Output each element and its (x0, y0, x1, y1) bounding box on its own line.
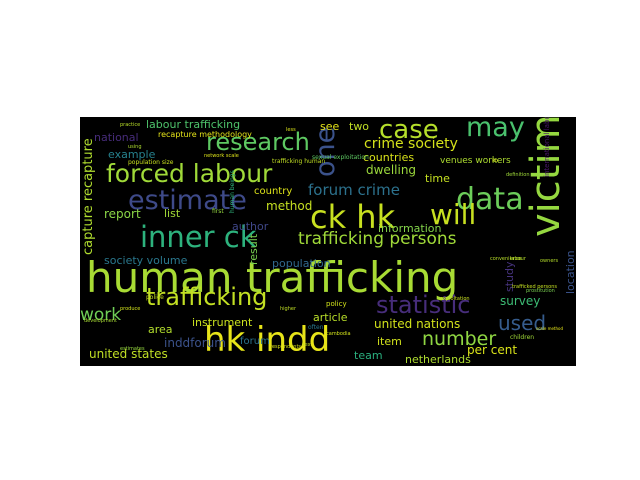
word-trafficking: trafficking (146, 283, 268, 311)
word-see: see (320, 120, 340, 133)
word-international-labour: international labour (543, 117, 551, 177)
word-sexual-exploitation: sexual exploitation (312, 154, 369, 161)
word-dwelling: dwelling (366, 163, 417, 177)
word-statistic: statistic (376, 291, 471, 319)
word-method: method (266, 199, 313, 213)
word-author: author (232, 220, 269, 233)
word-venues-workers: venues workers (440, 156, 511, 166)
word-case: case (379, 117, 439, 145)
word-instrument: instrument (192, 316, 253, 329)
word-human-beings: human beings (229, 170, 236, 213)
word-human-trafficking: human trafficking (86, 253, 459, 302)
word-labour: labour (510, 256, 526, 262)
word-article: article (313, 311, 348, 324)
word-crime-society: crime society (364, 136, 458, 152)
word-example: example (108, 148, 156, 161)
word-capture-recapture: capture recapture (81, 138, 96, 255)
word-work: work (80, 305, 122, 325)
word-using: using (128, 144, 142, 150)
word-society-volume: society volume (104, 254, 188, 267)
word-exploitation: exploitation (440, 296, 470, 302)
word-often: often (308, 324, 324, 331)
word-list: list (164, 207, 181, 220)
word-report: report (104, 207, 141, 221)
word-ilo: ilo (492, 158, 498, 164)
word-cambodia: cambodia (326, 331, 351, 337)
word-one: one (310, 126, 341, 177)
word-netherlands: netherlands (405, 353, 471, 366)
word-two: two (349, 120, 370, 133)
word-may: may (466, 117, 525, 143)
word-result: result (247, 233, 260, 265)
word-research: research (206, 128, 310, 156)
word-development: development (84, 318, 117, 324)
word-hk-indd: hk indd (204, 320, 331, 360)
word-will: will (430, 198, 477, 231)
word-owners: owners (540, 258, 559, 264)
word-trafficking-persons: trafficking persons (298, 229, 457, 249)
word-sex: sex (302, 342, 311, 348)
word-higher: higher (280, 306, 297, 312)
word-area: area (148, 323, 173, 336)
word-inner-ck: inner ck (140, 220, 257, 254)
word-used: used (498, 311, 547, 335)
word-prostitution: prostitution (526, 288, 555, 294)
word-time: time (425, 172, 450, 185)
word-convenience: convenience (490, 256, 522, 262)
word-produce: produce (120, 306, 141, 312)
word-inddforum: inddforum (164, 336, 226, 350)
word-team: team (354, 349, 383, 362)
word-forced-labour: forced labour (106, 159, 273, 188)
word-recapture-methodology: recapture methodology (158, 130, 252, 139)
word-policy: policy (326, 300, 347, 308)
word-united-nations: united nations (374, 317, 461, 331)
word-location: location (564, 250, 576, 294)
word-forum-crime: forum crime (308, 181, 400, 199)
word-trafficking-human: trafficking human (272, 158, 326, 165)
word-information: information (378, 222, 442, 235)
word-practice: practice (120, 122, 141, 128)
word-estimate: estimate (128, 185, 247, 216)
word-children: children (510, 334, 535, 341)
word-country: country (254, 186, 293, 197)
word-survey: survey (500, 294, 541, 308)
word-scale-method: scale method (536, 326, 564, 331)
word-item: item (377, 335, 402, 348)
word-network-scale: network scale (204, 153, 239, 159)
word-respondents: respondents (270, 344, 302, 350)
word-population-size: population size (128, 159, 174, 166)
word-national: national (94, 131, 139, 144)
word-police: police (146, 294, 164, 301)
word-data: data (456, 182, 524, 217)
word-less: less (286, 127, 296, 133)
word-first: first (212, 208, 224, 215)
word-united-states: united states (89, 347, 168, 361)
word-definition: definition (506, 172, 530, 178)
word-number: number (422, 328, 497, 350)
word-countries: countries (363, 151, 415, 164)
word-per-cent: per cent (467, 343, 518, 357)
word-ck-hk: ck hk (310, 198, 396, 236)
word-trafficked-persons: trafficked persons (512, 284, 557, 290)
word-population: population (272, 257, 331, 270)
word-labour-trafficking: labour trafficking (146, 118, 241, 131)
word-estimates: estimates (120, 346, 145, 352)
word-forum: forum (240, 336, 270, 347)
